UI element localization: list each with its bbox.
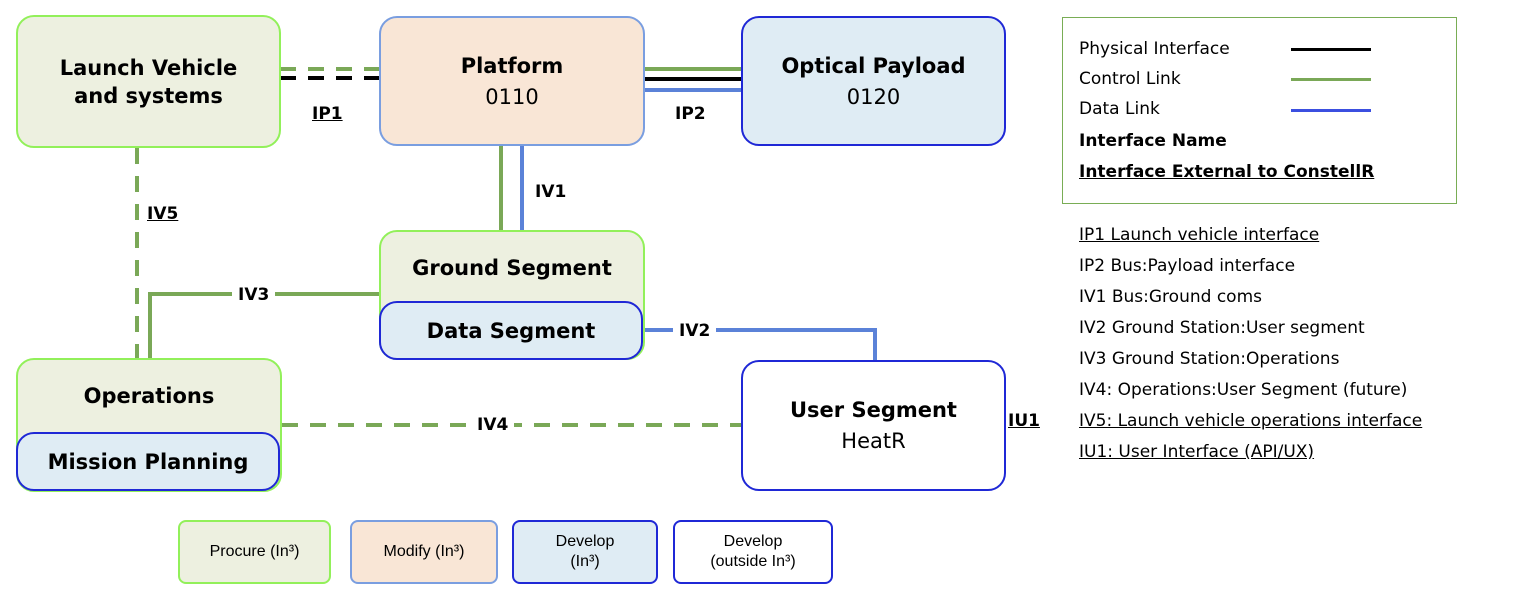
key-develop-outside-line1: Develop: [723, 533, 783, 550]
interface-item-iv1: IV1 Bus:Ground coms: [1079, 287, 1262, 307]
ip2-label: IP2: [675, 103, 706, 125]
interface-item-ip1: IP1 Launch vehicle interface: [1079, 225, 1320, 245]
platform-box: Platform 0110: [379, 16, 645, 146]
legend-data-label: Data Link: [1079, 99, 1160, 119]
legend-physical-label: Physical Interface: [1079, 39, 1230, 59]
data-segment-box: Data Segment: [379, 301, 643, 360]
data-segment-title: Data Segment: [426, 318, 596, 343]
user-segment-title: User Segment: [790, 398, 957, 422]
key-modify: Modify (In³): [350, 520, 498, 584]
iv2-data-line: [641, 328, 877, 360]
user-segment-box: User Segment HeatR: [741, 360, 1006, 491]
iu1-label: IU1: [1008, 410, 1040, 432]
interface-item-iv4: IV4: Operations:User Segment (future): [1079, 380, 1408, 400]
key-develop-line2: (In³): [570, 553, 600, 570]
key-develop-outside-line2: (outside In³): [710, 553, 796, 570]
iv3-control-line: [148, 292, 380, 358]
iv3-label: IV3: [232, 284, 276, 306]
key-develop: Develop (In³): [512, 520, 658, 584]
iv4-label: IV4: [471, 414, 515, 436]
legend-interface-name: Interface Name: [1079, 131, 1227, 151]
key-modify-label: Modify (In³): [383, 543, 465, 560]
optical-payload-title: Optical Payload: [781, 53, 966, 78]
iv5-label: IV5: [147, 203, 179, 225]
key-develop-line1: Develop: [555, 533, 615, 550]
platform-code: 0110: [485, 84, 539, 109]
user-segment-code: HeatR: [841, 429, 906, 453]
interface-item-iv5: IV5: Launch vehicle operations interface: [1079, 411, 1423, 431]
interface-item-iv3: IV3 Ground Station:Operations: [1079, 349, 1340, 369]
key-procure-label: Procure (In³): [209, 543, 300, 560]
ip1-label: IP1: [312, 103, 343, 125]
key-procure: Procure (In³): [178, 520, 331, 584]
mission-planning-title: Mission Planning: [47, 449, 249, 474]
key-develop-outside: Develop (outside In³): [673, 520, 833, 584]
legend: Physical Interface Control Link Data Lin…: [1062, 17, 1457, 204]
legend-control-line: [1291, 78, 1371, 81]
legend-interface-external: Interface External to ConstellR: [1079, 162, 1375, 182]
optical-payload-code: 0120: [846, 84, 901, 109]
platform-title: Platform: [460, 53, 564, 78]
launch-vehicle-title: Launch Vehicle and systems: [59, 55, 238, 108]
optical-payload-box: Optical Payload 0120: [741, 16, 1006, 146]
legend-data-line: [1291, 109, 1371, 112]
legend-physical-line: [1291, 48, 1371, 51]
iv1-label: IV1: [535, 181, 567, 203]
operations-title: Operations: [83, 384, 215, 408]
ground-segment-title: Ground Segment: [412, 256, 612, 280]
interface-item-iv2: IV2 Ground Station:User segment: [1079, 318, 1365, 338]
interface-item-ip2: IP2 Bus:Payload interface: [1079, 256, 1296, 276]
launch-vehicle-box: Launch Vehicle and systems: [16, 15, 281, 148]
legend-control-label: Control Link: [1079, 69, 1181, 89]
mission-planning-box: Mission Planning: [16, 432, 280, 491]
iv2-label: IV2: [673, 320, 717, 342]
interface-item-iu1: IU1: User Interface (API/UX): [1079, 442, 1315, 462]
